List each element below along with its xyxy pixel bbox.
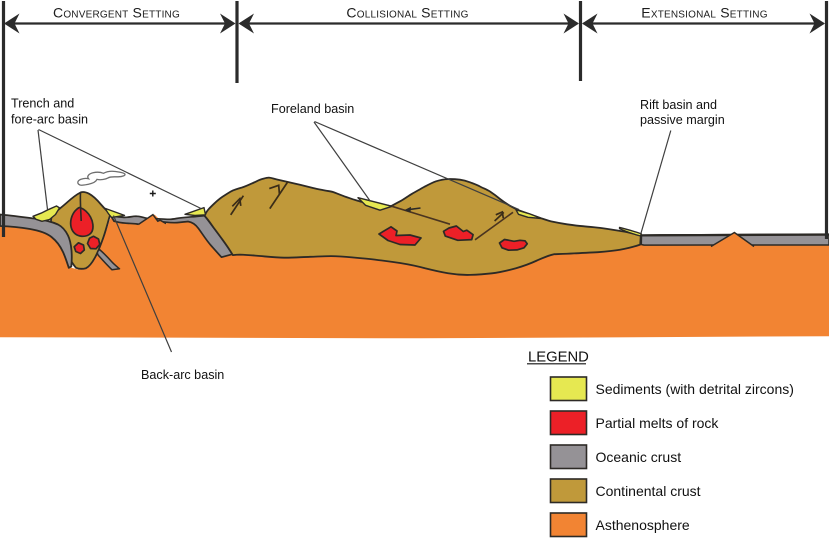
svg-text:Foreland basin: Foreland basin (271, 102, 354, 116)
svg-text:fore-arc basin: fore-arc basin (11, 113, 88, 127)
svg-text:Back-arc basin: Back-arc basin (141, 368, 224, 382)
svg-text:Convergent Setting: Convergent Setting (53, 5, 180, 21)
svg-text:Asthenosphere: Asthenosphere (596, 517, 690, 533)
svg-text:LEGEND: LEGEND (528, 350, 589, 366)
svg-text:Trench and: Trench and (11, 97, 74, 111)
svg-text:Continental crust: Continental crust (596, 483, 701, 499)
svg-text:Sediments (with detrital zirco: Sediments (with detrital zircons) (596, 381, 794, 397)
svg-text:passive margin: passive margin (640, 113, 725, 127)
svg-text:Oceanic crust: Oceanic crust (596, 449, 682, 465)
svg-text:Partial melts of rock: Partial melts of rock (596, 415, 720, 431)
svg-text:Collisional Setting: Collisional Setting (346, 5, 468, 21)
svg-text:Rift basin and: Rift basin and (640, 98, 717, 112)
svg-text:Extensional Setting: Extensional Setting (641, 5, 767, 21)
